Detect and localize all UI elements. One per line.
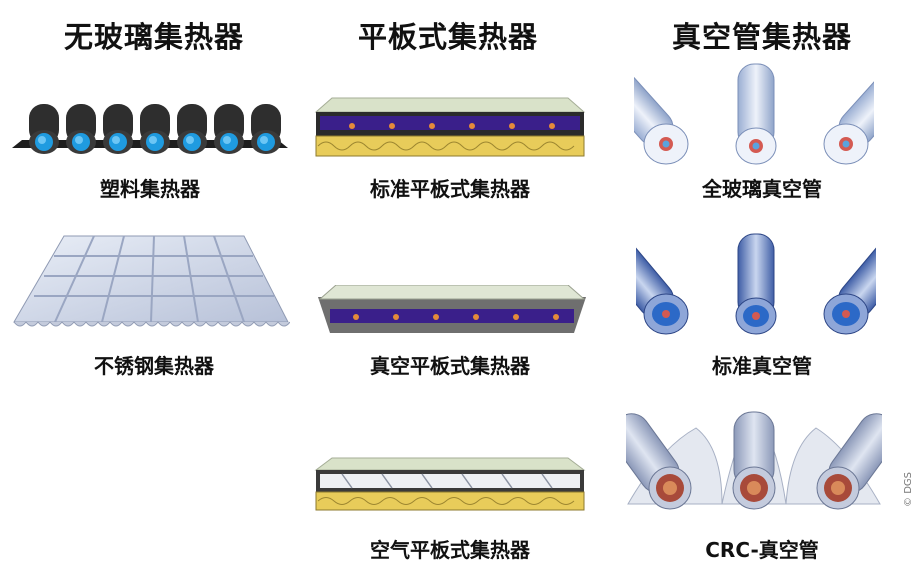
column-title-unglazed: 无玻璃集热器 [63, 20, 244, 54]
vacuum-flat-plate-collector-icon [318, 285, 586, 333]
credit-text: © DGS [903, 472, 913, 507]
column-title-flat-plate: 平板式集热器 [357, 20, 538, 54]
label-standard-vacuum-tube: 标准真空管 [712, 354, 812, 378]
stainless-steel-collector-icon [13, 235, 290, 327]
label-standard-flat-plate-collector: 标准平板式集热器 [370, 177, 530, 201]
label-stainless-steel-collector: 不锈钢集热器 [94, 354, 214, 378]
column-title-vacuum-tube: 真空管集热器 [671, 20, 852, 54]
standard-vacuum-tube-icon [636, 230, 876, 335]
label-plastic-collector: 塑料集热器 [100, 177, 200, 201]
label-vacuum-flat-plate-collector: 真空平板式集热器 [370, 354, 530, 378]
air-flat-plate-collector-icon [314, 457, 586, 511]
label-all-glass-vacuum-tube: 全玻璃真空管 [702, 177, 822, 201]
plastic-collector-icon [12, 104, 288, 154]
standard-flat-plate-collector-icon [314, 97, 586, 157]
label-crc-vacuum-tube: CRC-真空管 [705, 538, 819, 562]
crc-vacuum-tube-icon [626, 411, 882, 510]
label-air-flat-plate-collector: 空气平板式集热器 [370, 538, 530, 562]
plastic-tubes [29, 104, 281, 154]
all-glass-vacuum-tube-icon [634, 58, 874, 165]
